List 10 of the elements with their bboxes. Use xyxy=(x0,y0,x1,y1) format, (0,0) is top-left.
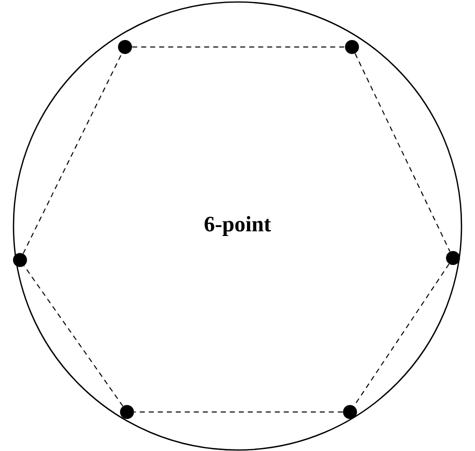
dashed-line xyxy=(24,265,124,407)
dashed-line xyxy=(22,52,122,254)
point-dot xyxy=(13,253,27,267)
point-dot xyxy=(120,405,134,419)
point-dot xyxy=(446,251,460,265)
dashed-line xyxy=(354,53,450,252)
dashed-line xyxy=(132,46,346,48)
point-dot xyxy=(345,40,359,54)
point-dot xyxy=(118,40,132,54)
point-dot xyxy=(343,405,357,419)
